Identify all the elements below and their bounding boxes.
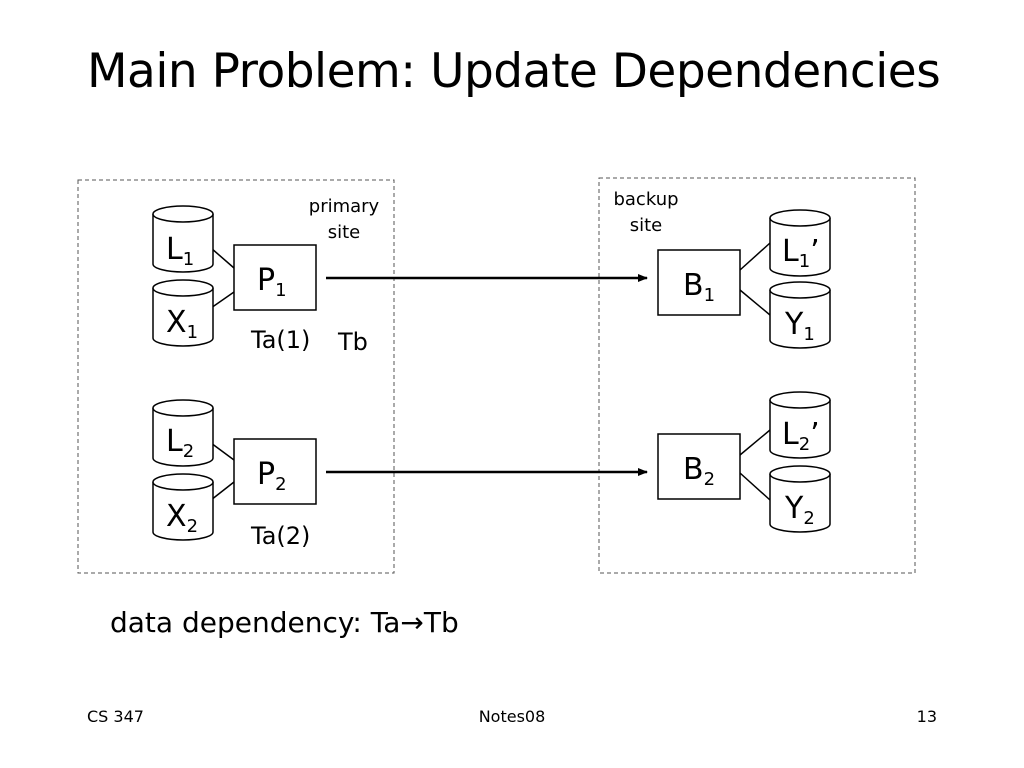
svg-text:X1: X1 — [166, 305, 198, 343]
connector-x2-p2 — [210, 481, 235, 501]
transaction-ta2-label: Ta(2) — [250, 522, 310, 550]
svg-text:P1: P1 — [257, 263, 287, 301]
svg-text:L2: L2 — [166, 424, 194, 462]
log-disk-l2: L2 — [152, 399, 214, 467]
connector-l1-p1 — [210, 247, 235, 269]
footer-notes: Notes08 — [478, 707, 546, 726]
footer-course: CS 347 — [87, 707, 144, 726]
backup-site-boundary — [598, 177, 916, 574]
backup-site-label-line2: site — [630, 215, 663, 236]
backup-node-b2: B2 — [657, 433, 741, 500]
transaction-tb-label: Tb — [337, 328, 368, 356]
primary-site-boundary — [77, 179, 395, 574]
connector-b1-l1p — [739, 242, 771, 271]
svg-text:B1: B1 — [683, 268, 715, 306]
connector-b2-y2 — [739, 472, 771, 501]
backup-site-label: backup — [613, 189, 678, 210]
svg-text:Y1: Y1 — [784, 307, 815, 345]
data-disk-x2: X2 — [152, 473, 214, 541]
svg-text:L1’: L1’ — [782, 234, 820, 272]
primary-site-label: primary — [309, 196, 380, 217]
data-disk-y2: Y2 — [769, 465, 831, 533]
footer-page-number: 13 — [916, 707, 937, 726]
slide-title: Main Problem: Update Dependencies — [87, 44, 941, 99]
caption-prefix: data dependency: — [110, 606, 371, 639]
data-disk-x1: X1 — [152, 279, 214, 347]
svg-text:Y2: Y2 — [784, 491, 815, 529]
primary-site-label-line2: site — [328, 222, 361, 243]
svg-text:B2: B2 — [683, 452, 715, 490]
data-disk-y1: Y1 — [769, 281, 831, 349]
data-dependency-caption: data dependency: Ta→Tb — [110, 606, 459, 639]
svg-text:L2’: L2’ — [782, 417, 820, 455]
svg-text:X2: X2 — [166, 499, 198, 537]
log-disk-l2-prime: L2’ — [769, 391, 831, 459]
caption-from: Ta — [370, 606, 401, 639]
connector-l2-p2 — [210, 442, 235, 461]
log-disk-l1-prime: L1’ — [769, 209, 831, 277]
log-disk-l1: L1 — [152, 205, 214, 273]
transaction-ta1-label: Ta(1) — [250, 326, 310, 354]
caption-to: Tb — [423, 606, 459, 639]
svg-text:P2: P2 — [257, 457, 287, 495]
connector-b2-l2p — [739, 429, 771, 456]
svg-text:L1: L1 — [166, 232, 194, 270]
connector-x1-p1 — [210, 291, 235, 309]
backup-node-b1: B1 — [657, 249, 741, 316]
caption-arrow-icon: → — [400, 606, 424, 639]
connector-b1-y1 — [739, 289, 771, 316]
connectors — [210, 242, 771, 501]
processor-p2: P2 — [233, 438, 317, 505]
processor-p1: P1 — [233, 244, 317, 311]
